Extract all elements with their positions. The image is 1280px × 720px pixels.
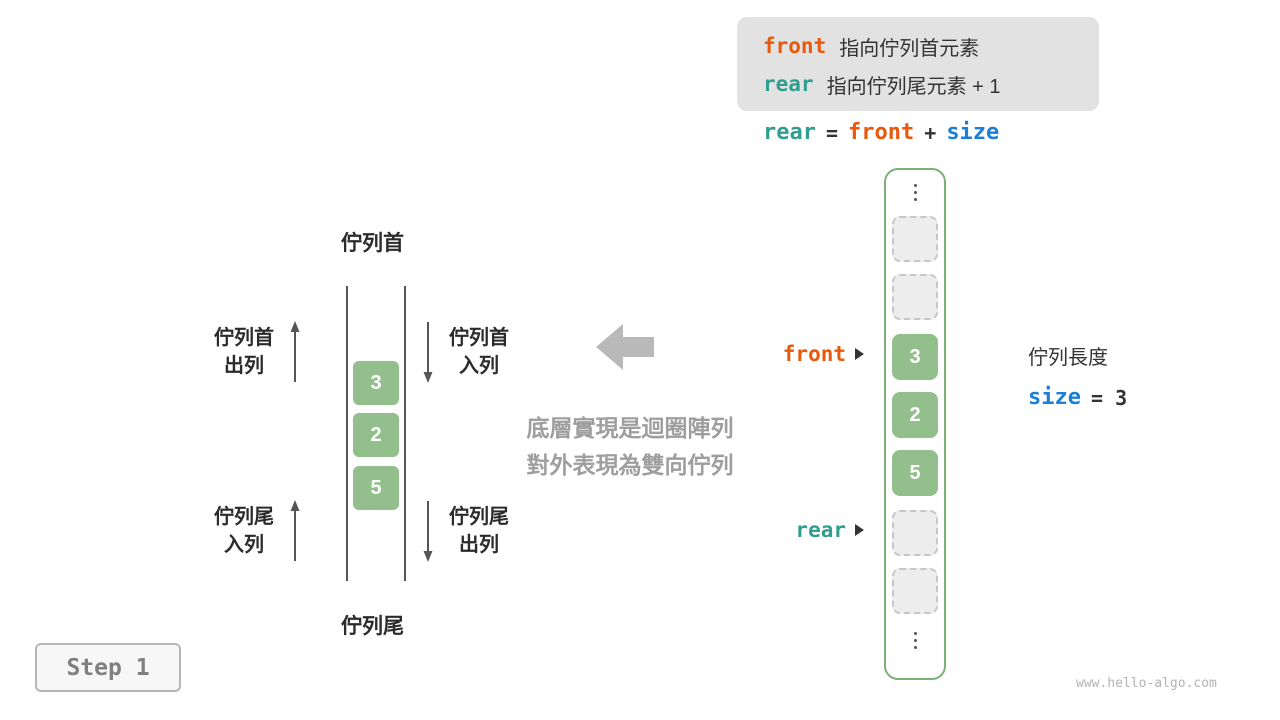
- right-arrow-icon: [855, 524, 864, 536]
- note-line-1: 底層實現是迴圈陣列: [526, 415, 734, 441]
- watermark: www.hello-algo.com: [1076, 676, 1217, 691]
- queue-cell: 5: [353, 466, 399, 510]
- queue-tail-label: 佇列尾: [341, 615, 404, 638]
- array-cell-empty: [892, 510, 938, 556]
- array-cell-empty: [892, 568, 938, 614]
- formula-equals: =: [825, 120, 839, 145]
- rear-pointer: rear: [742, 518, 864, 542]
- formula-size: size: [946, 120, 1000, 145]
- anno-line: 入列: [224, 534, 264, 556]
- anno-line: 入列: [459, 355, 499, 377]
- array-cell-value: 3: [892, 334, 938, 380]
- anno-line: 佇列首: [214, 327, 274, 349]
- anno-line: 出列: [224, 355, 264, 377]
- legend-rear-desc: 指向佇列尾元素 + 1: [826, 75, 1001, 98]
- queue-right-line: [404, 286, 406, 581]
- pointer-legend: front 指向佇列首元素 rear 指向佇列尾元素 + 1: [737, 17, 1099, 111]
- ellipsis-bottom-icon: [886, 632, 944, 649]
- anno-line: 佇列首: [449, 327, 509, 349]
- array-cell-empty: [892, 274, 938, 320]
- size-value: size = 3: [1028, 385, 1127, 410]
- legend-rear-var: rear: [763, 72, 814, 96]
- down-arrow-icon: [423, 501, 433, 562]
- front-dequeue-annotation: 佇列首 出列: [214, 321, 302, 383]
- rear-pointer-label: rear: [795, 518, 846, 542]
- size-var: size: [1028, 385, 1081, 410]
- size-rest: = 3: [1090, 385, 1128, 410]
- queue-head-label: 佇列首: [341, 232, 404, 255]
- anno-line: 佇列尾: [449, 506, 509, 528]
- size-info: 佇列長度 size = 3: [1028, 341, 1127, 410]
- legend-front-line: front 指向佇列首元素: [763, 27, 1099, 65]
- formula-front: front: [848, 120, 915, 145]
- right-arrow-icon: [855, 348, 864, 360]
- array-cell-empty: [892, 216, 938, 262]
- array-cell-value: 2: [892, 392, 938, 438]
- anno-line: 佇列尾: [214, 506, 274, 528]
- front-pointer: front: [742, 342, 864, 366]
- implementation-note: 底層實現是迴圈陣列 對外表現為雙向佇列: [495, 410, 765, 484]
- front-enqueue-annotation: 佇列首 入列: [421, 321, 509, 383]
- circular-array: 3 2 5: [884, 168, 946, 680]
- tail-enqueue-text: 佇列尾 入列: [214, 503, 274, 559]
- formula-plus: +: [924, 120, 937, 145]
- ellipsis-top-icon: [886, 184, 944, 201]
- tail-enqueue-annotation: 佇列尾 入列: [214, 500, 302, 562]
- size-title: 佇列長度: [1028, 347, 1108, 369]
- queue-cell: 3: [353, 361, 399, 405]
- queue-cell: 2: [353, 413, 399, 457]
- array-cell-value: 5: [892, 450, 938, 496]
- front-enqueue-text: 佇列首 入列: [449, 324, 509, 380]
- legend-rear-line: rear 指向佇列尾元素 + 1: [763, 65, 1099, 103]
- legend-front-var: front: [763, 34, 827, 58]
- note-line-2: 對外表現為雙向佇列: [526, 452, 734, 478]
- anno-line: 出列: [459, 534, 499, 556]
- front-pointer-label: front: [782, 342, 846, 366]
- tail-dequeue-annotation: 佇列尾 出列: [421, 500, 509, 562]
- up-arrow-icon: [290, 321, 300, 382]
- rear-formula: rear = front + size: [763, 120, 999, 145]
- formula-rear: rear: [763, 120, 816, 145]
- tail-dequeue-text: 佇列尾 出列: [449, 503, 509, 559]
- step-badge: Step 1: [35, 643, 181, 692]
- up-arrow-icon: [290, 500, 300, 561]
- queue-left-line: [346, 286, 348, 581]
- down-arrow-icon: [423, 322, 433, 383]
- left-block-arrow-icon: [596, 324, 654, 370]
- legend-front-desc: 指向佇列首元素: [839, 37, 980, 60]
- front-dequeue-text: 佇列首 出列: [214, 324, 274, 380]
